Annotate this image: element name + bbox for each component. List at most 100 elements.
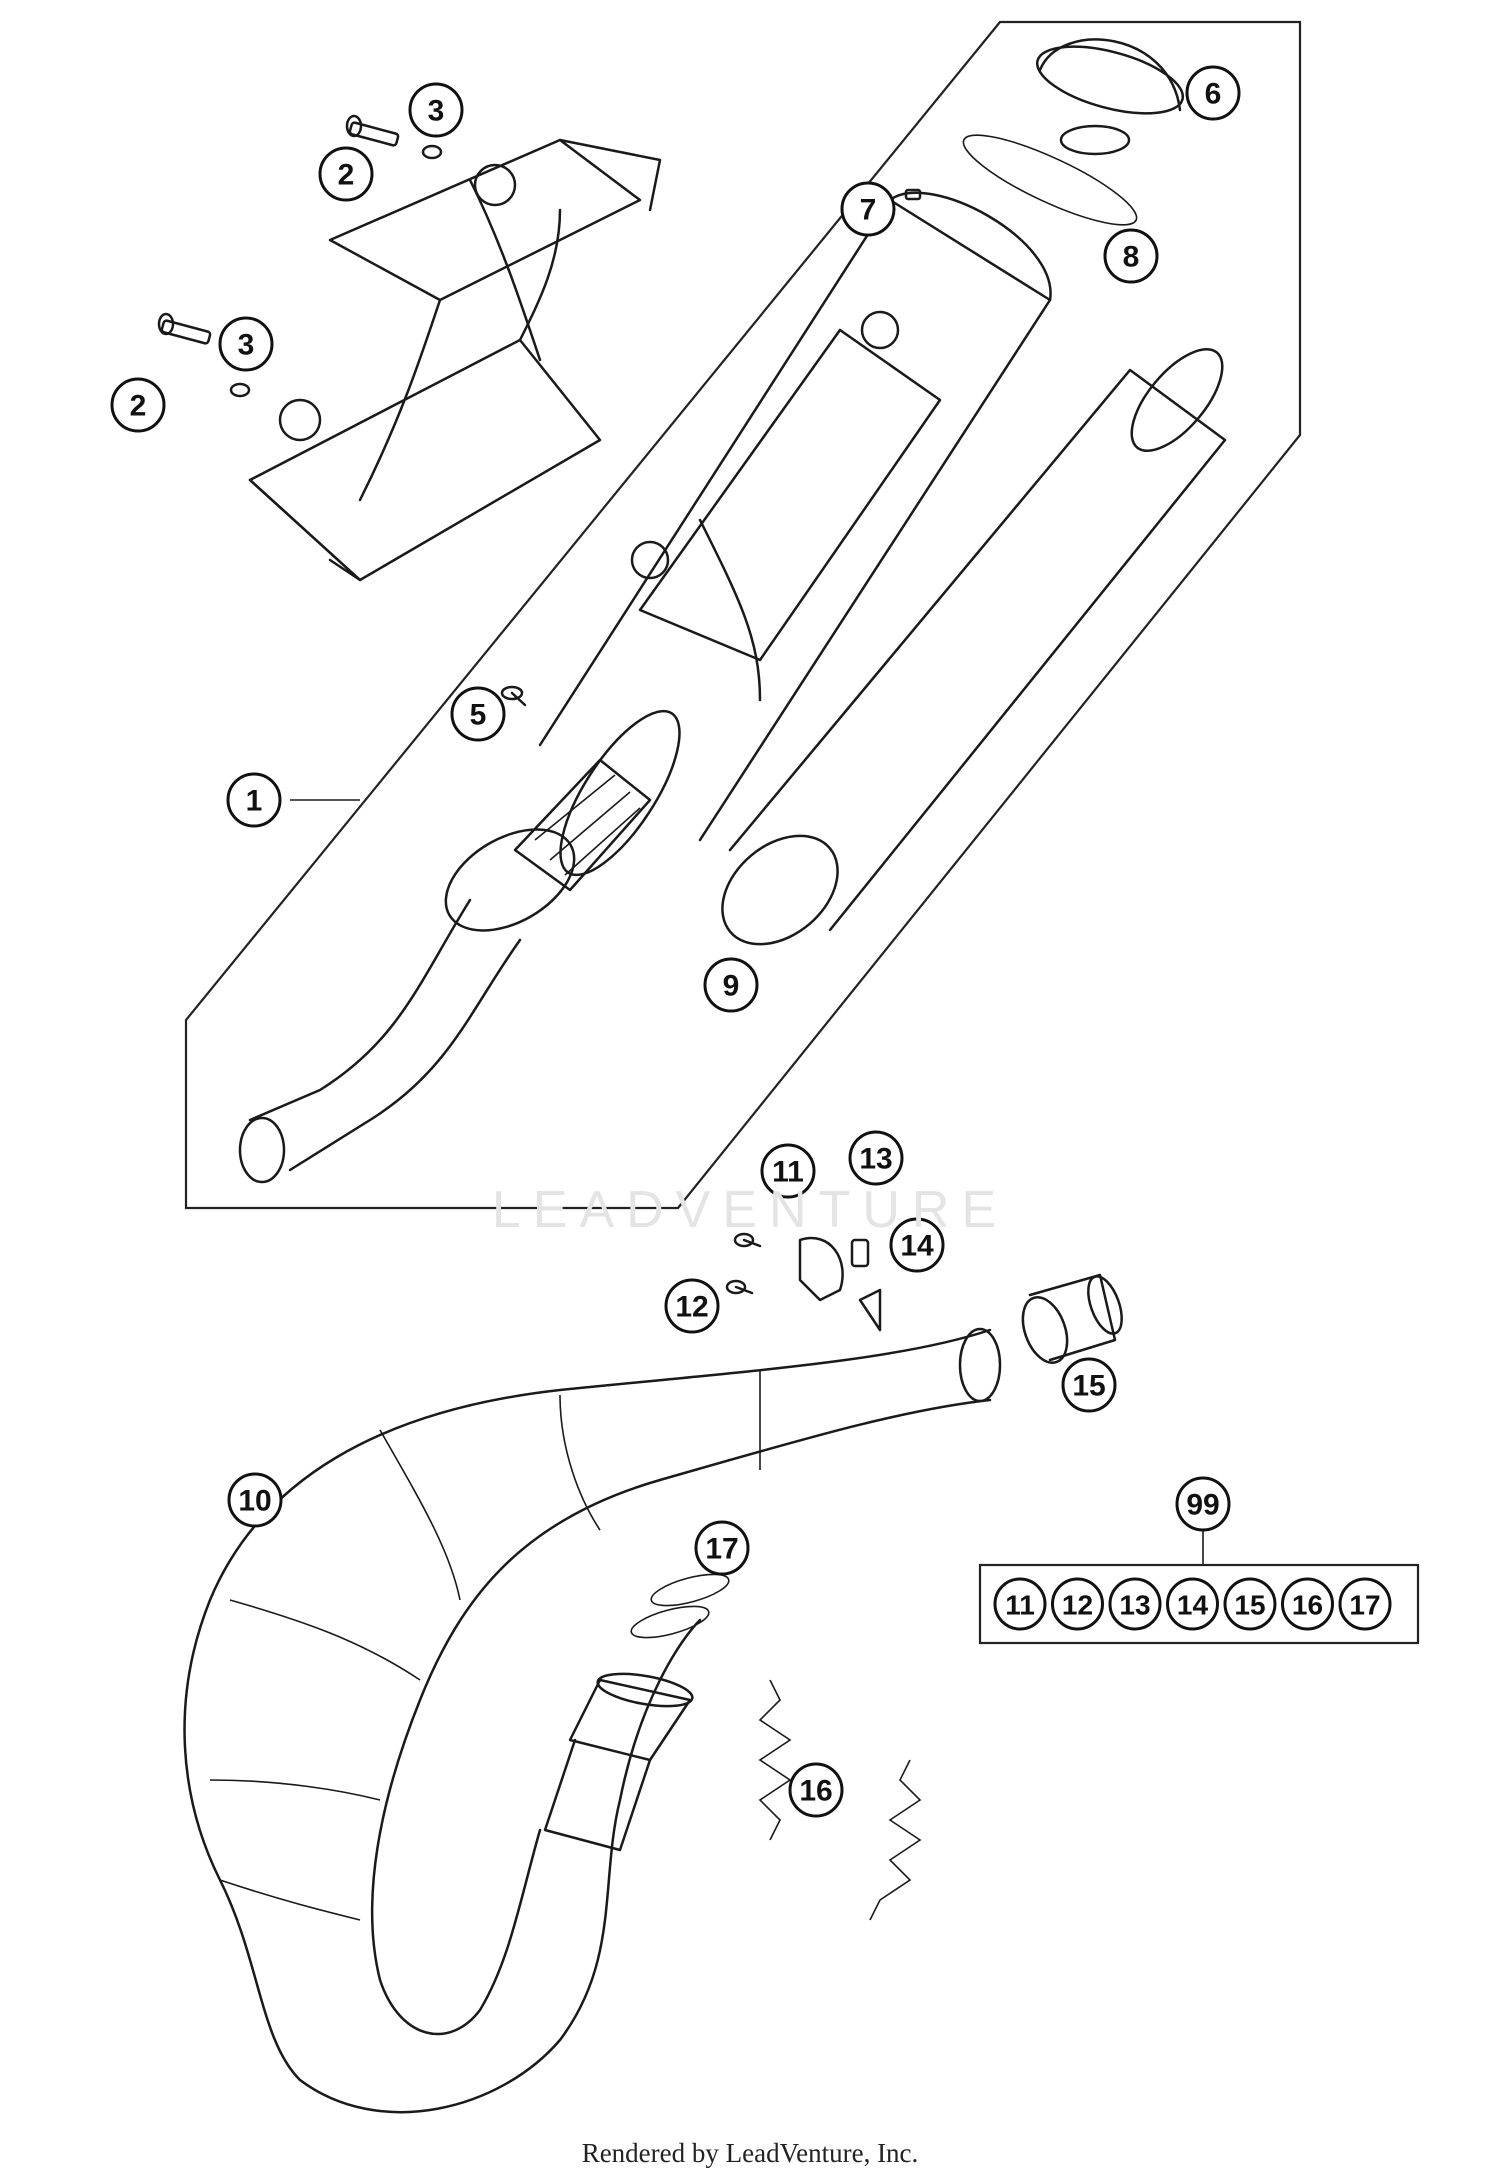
kit-item-label: 13 (1119, 1590, 1150, 1621)
end-cap (1035, 38, 1185, 156)
bracket-13 (798, 1236, 844, 1302)
kit-item-label: 16 (1292, 1590, 1323, 1621)
callout-circle (703, 957, 759, 1013)
callout-c13: 13 (848, 1130, 904, 1186)
callout-label: 1 (246, 785, 263, 818)
callout-c2b: 2 (110, 377, 166, 433)
callout-c9: 9 (703, 957, 759, 1013)
kit-item: 13 (1108, 1577, 1162, 1631)
kit-item: 11 (993, 1577, 1047, 1631)
callout-circle (1175, 1476, 1231, 1532)
screw-11 (733, 1232, 762, 1248)
kit-item-label: 12 (1062, 1590, 1093, 1621)
kit-item: 15 (1223, 1577, 1277, 1631)
callout-c12: 12 (664, 1278, 720, 1334)
silencer-body (538, 191, 1052, 877)
callout-circle (694, 1520, 750, 1576)
callout-label: 11 (772, 1156, 804, 1189)
callout-c7: 7 (840, 181, 896, 237)
inlet-pipe (238, 828, 576, 1184)
callout-c8: 8 (1103, 228, 1159, 284)
callout-circle (1061, 1357, 1117, 1413)
callout-c15: 15 (1061, 1357, 1117, 1413)
callout-c3a: 3 (408, 82, 464, 138)
callout-c6: 6 (1185, 65, 1241, 121)
bracket-detail (248, 138, 662, 582)
kit-box (978, 1563, 1420, 1645)
insulation-sleeve (721, 347, 1227, 946)
spring-right (869, 1759, 922, 1921)
callout-label: 5 (470, 699, 487, 732)
kit-item-circle (1281, 1577, 1334, 1631)
callout-c16: 16 (788, 1762, 844, 1818)
callout-label: 10 (238, 1485, 271, 1518)
callout-label: 2 (130, 390, 147, 423)
callout-c10: 10 (227, 1472, 283, 1528)
kit-item-label: 15 (1234, 1590, 1265, 1621)
callout-c2a: 2 (318, 146, 374, 202)
gasket-upper (650, 1573, 730, 1607)
callout-circle (110, 377, 166, 433)
kit-item: 14 (1166, 1577, 1219, 1631)
kit-item-label: 14 (1177, 1590, 1209, 1621)
outlet-neck (543, 1672, 694, 1852)
kit-item-label: 11 (1005, 1590, 1035, 1621)
kit-item-circle (993, 1577, 1047, 1631)
callout-label: 16 (799, 1775, 832, 1808)
callout-circle (848, 1130, 904, 1186)
kit-item-circle (1108, 1577, 1162, 1631)
callout-circle (889, 1217, 945, 1273)
watermark: LEADVENTURE (491, 1181, 1009, 1239)
callout-label: 14 (900, 1230, 934, 1263)
callout-label: 7 (860, 194, 877, 227)
gasket-lower (630, 1605, 710, 1639)
o-ring (962, 134, 1138, 226)
kit-item-circle (1223, 1577, 1277, 1631)
callout-c17: 17 (694, 1520, 750, 1576)
callout-c11: 11 (760, 1143, 816, 1199)
perforated-core (513, 758, 652, 892)
callout-circle (226, 772, 282, 828)
callout-label: 99 (1186, 1489, 1219, 1522)
callout-c5: 5 (450, 686, 506, 742)
callout-label: 2 (338, 159, 355, 192)
spring-left (758, 1679, 792, 1841)
clip (904, 188, 922, 201)
callout-c1: 1 (226, 772, 282, 828)
bolt-lower (157, 312, 212, 345)
callout-c99: 99 (1175, 1476, 1231, 1532)
silencer-assembly-frame (184, 20, 1302, 1210)
callout-circle (840, 181, 896, 237)
kit-item-label: 17 (1349, 1590, 1380, 1621)
kit-item: 17 (1338, 1577, 1392, 1631)
callout-circle (788, 1762, 844, 1818)
washer-upper (421, 144, 443, 160)
bolt-upper (345, 114, 400, 147)
callout-circle (218, 316, 274, 372)
callout-c3b: 3 (218, 316, 274, 372)
callout-circle (1185, 65, 1241, 121)
callout-circle (450, 686, 506, 742)
callout-circle (318, 146, 374, 202)
kit-item-circle (1166, 1577, 1219, 1631)
callout-label: 12 (675, 1291, 708, 1324)
callout-label: 3 (238, 329, 255, 362)
callout-label: 6 (1205, 78, 1222, 111)
callout-circle (227, 1472, 283, 1528)
rivet (500, 685, 527, 707)
callout-label: 8 (1123, 241, 1140, 274)
callout-circle (664, 1278, 720, 1334)
exhaust-pipe (183, 1288, 1002, 2114)
callout-circle (408, 82, 464, 138)
callout-circle (1103, 228, 1159, 284)
kit-item-circle (1051, 1577, 1104, 1631)
callout-label: 13 (859, 1143, 892, 1176)
screw-12 (725, 1279, 754, 1295)
footer-credit: Rendered by LeadVenture, Inc. (581, 2138, 919, 2168)
rubber-sleeve (1021, 1273, 1123, 1364)
callout-label: 17 (705, 1533, 738, 1566)
kit-item-circle (1338, 1577, 1392, 1631)
callout-c14: 14 (889, 1217, 945, 1273)
callout-label: 3 (428, 95, 445, 128)
clip-14 (850, 1238, 870, 1268)
